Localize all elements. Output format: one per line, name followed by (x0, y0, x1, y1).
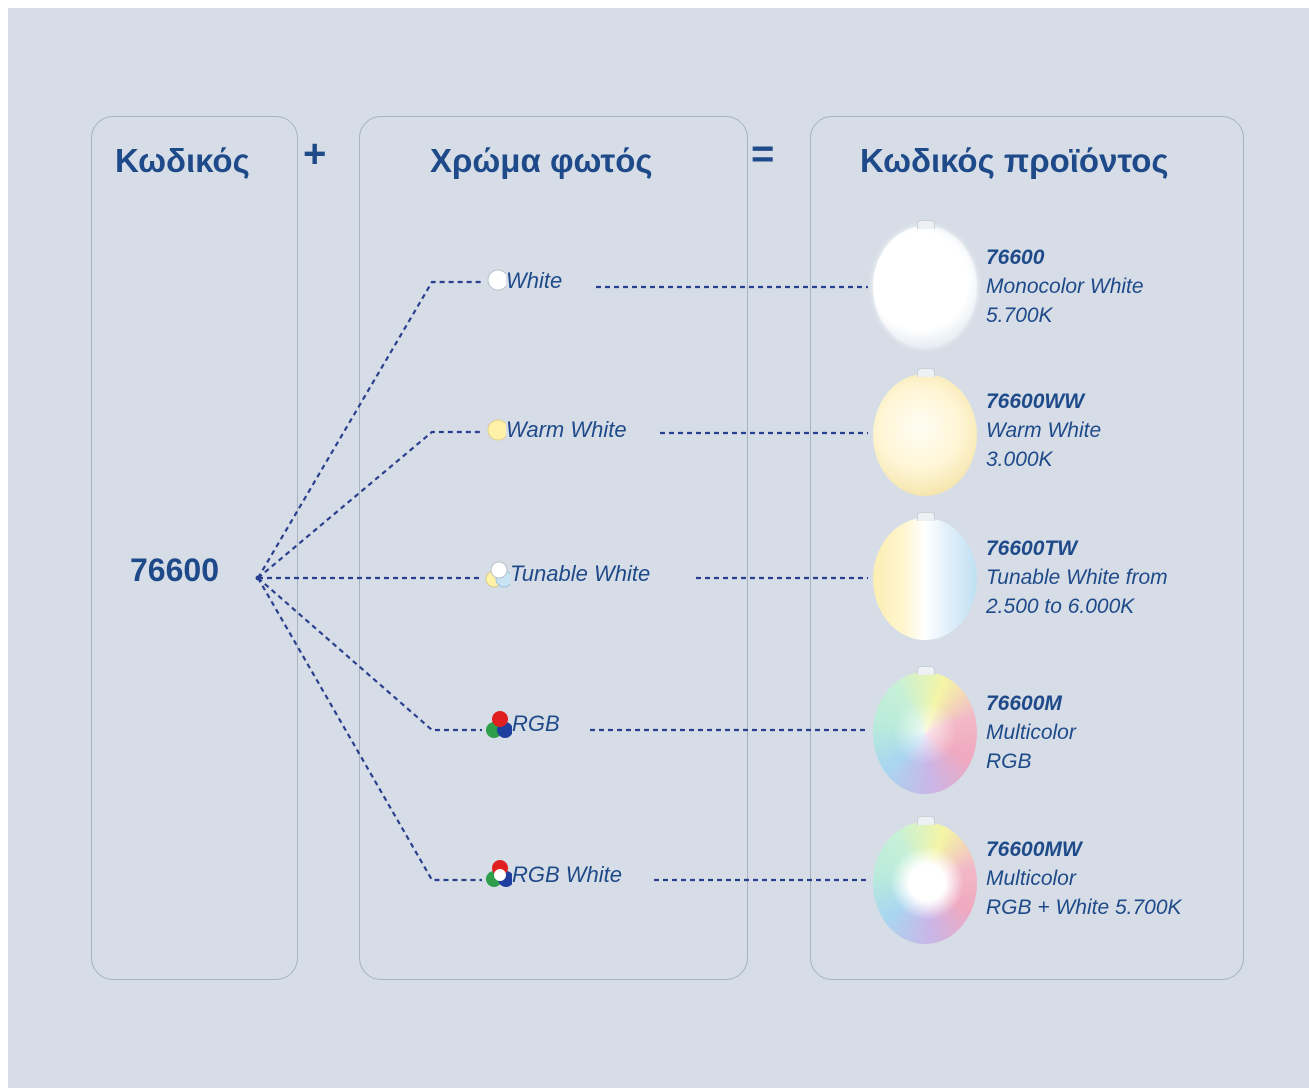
option-label-rgb-white: RGB White (512, 862, 625, 888)
lamp-image-warm-white (873, 368, 977, 496)
option-label-white: White (506, 268, 565, 294)
option-label-rgb: RGB (512, 711, 562, 737)
product-desc-line2-warm-white: 3.000K (986, 448, 1053, 471)
rgb-white-dots-icon (486, 860, 514, 887)
connector-origin-dot (255, 575, 261, 581)
plus-sign: + (303, 132, 327, 176)
lamp-image-rgb (873, 666, 977, 794)
product-desc-line2-rgb-white: RGB + White 5.700K (986, 896, 1182, 919)
product-code-warm-white: 76600WW (986, 390, 1085, 413)
connector-rgb-white (257, 577, 482, 882)
product-code-heading: Κωδικός προϊόντος (860, 142, 1169, 179)
product-code-rgb: 76600M (986, 692, 1062, 715)
rgb-dots-icon (486, 711, 513, 738)
equals-sign: = (751, 132, 775, 176)
product-desc-line1-rgb: Multicolor (986, 721, 1076, 744)
product-desc-line2-rgb: RGB (986, 750, 1032, 773)
product-desc-line1-tunable-white: Tunable White from (986, 566, 1168, 589)
light-color-column (359, 116, 748, 980)
lamp-image-tunable-white (873, 512, 977, 640)
code-column (91, 116, 298, 980)
product-desc-line1-warm-white: Warm White (986, 419, 1102, 442)
product-code-tunable-white: 76600TW (986, 537, 1078, 560)
connector-warm-white (257, 430, 482, 579)
light-color-heading: Χρώμα φωτός (430, 142, 653, 179)
base-code: 76600 (130, 552, 219, 588)
product-desc-line2-white: 5.700K (986, 304, 1053, 327)
product-desc-line1-rgb-white: Multicolor (986, 867, 1076, 890)
tunable-white-dots-icon (485, 561, 513, 588)
code-heading: Κωδικός (115, 142, 250, 179)
product-desc-line2-tunable-white: 2.500 to 6.000K (986, 595, 1135, 618)
connector-rgb (257, 577, 482, 732)
option-label-tunable-white: Tunable White (510, 561, 653, 587)
product-code-rgb-white: 76600MW (986, 838, 1082, 861)
product-desc-line1-white: Monocolor White (986, 275, 1144, 298)
connector-white (257, 280, 482, 579)
lamp-image-white (873, 220, 977, 348)
option-label-warm-white: Warm White (506, 417, 629, 443)
product-code-white: 76600 (986, 246, 1045, 269)
lamp-image-rgb-white (873, 816, 977, 944)
